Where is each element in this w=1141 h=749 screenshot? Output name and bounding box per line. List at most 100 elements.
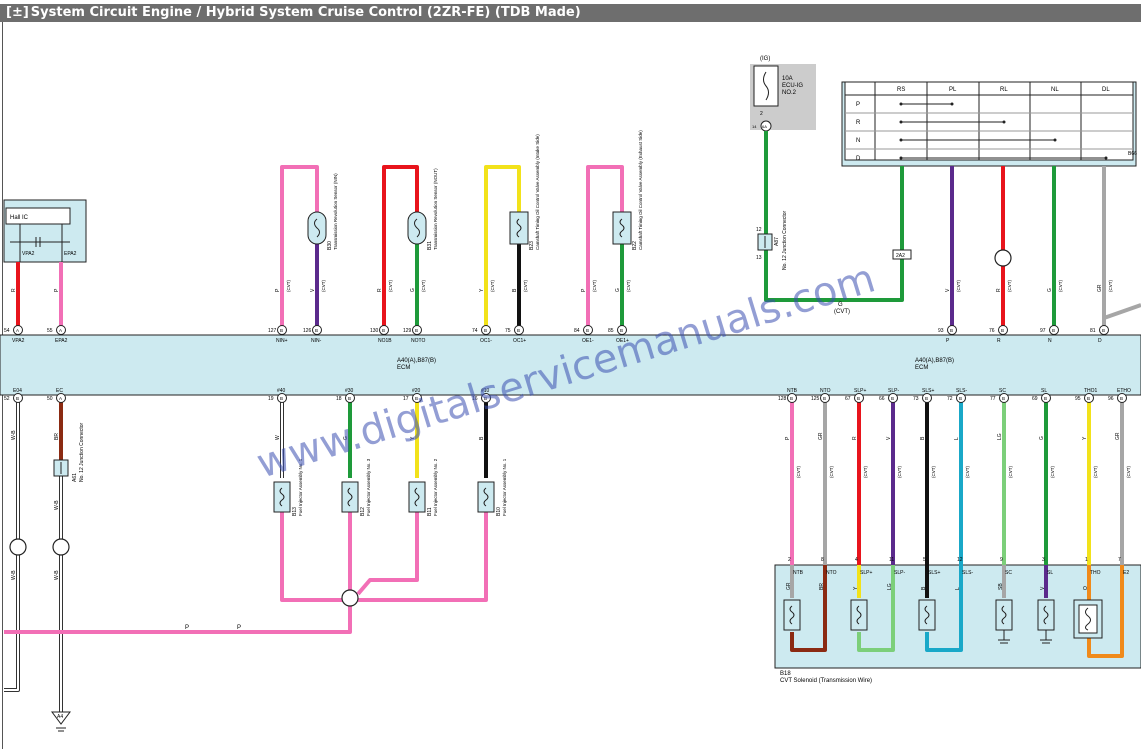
wire-code-bottom-95: Y — [1082, 436, 1088, 440]
fuse-connector-pin: 14 — [752, 124, 757, 129]
pin-bottom-num-66: 66 — [879, 396, 885, 402]
wire-cvt-bottom-77: (CVT) — [1008, 466, 1013, 478]
splice-ec — [52, 538, 70, 556]
pin-top-num-76: 76 — [989, 328, 995, 334]
wire-oe1-minus — [586, 165, 624, 330]
wire-cvt-bottom-73: (CVT) — [931, 466, 936, 478]
pin-bottom-name-20: #20 — [412, 388, 421, 394]
pin-top-name-127: NIN+ — [276, 338, 288, 344]
title-bar: [±]System Circuit Engine / Hybrid System… — [0, 4, 1141, 22]
solenoid-wire-code-3: V — [1040, 586, 1046, 590]
pin-top-name-126: NIN- — [311, 338, 322, 344]
component-ref-b30: B30 — [327, 241, 333, 250]
pin-top-127-conn: B — [280, 328, 283, 333]
pin-top-74-conn: B — [484, 328, 487, 333]
pin-top-126-conn: B — [315, 328, 318, 333]
fuse-icon — [763, 71, 769, 101]
solenoid-coil-0-coil-icon — [789, 605, 795, 625]
injector-b11-body — [408, 481, 426, 513]
pin-bottom-name-sl: SL — [1041, 388, 1047, 394]
pin-bottom-50-circle — [56, 393, 66, 403]
wire-cvt-bottom-128: (CVT) — [796, 466, 801, 478]
switch-dot — [1053, 138, 1057, 142]
solenoid-wire-code-1: O — [1083, 586, 1089, 590]
wire-code-top-54: R — [11, 288, 17, 292]
pin-bottom-17-conn: B — [415, 396, 418, 401]
hall-ic-title: Hall IC — [10, 215, 29, 221]
solenoid-pin-num-1: 1 — [1085, 557, 1088, 563]
expand-toggle[interactable]: [±] — [6, 5, 29, 20]
fuse-ecu-ig: (IG) 10A ECU-IG NO.2 2 6A 14 — [750, 56, 816, 132]
pin-bottom-num-52: 52 — [4, 396, 10, 402]
injector-name-b13: Fuel Injector Assembly No. 1 — [298, 458, 303, 516]
wire-injector-return-3 — [356, 512, 419, 596]
pin-top-name-84: OE1- — [582, 338, 594, 344]
pin-bottom-num-77: 77 — [990, 396, 996, 402]
solenoid-pin-name-ntb: NTB — [793, 570, 804, 576]
pin-bottom-66-circle — [888, 393, 898, 403]
wire-code-top-97: G — [1047, 288, 1053, 292]
pin-bottom-num-19: 19 — [268, 396, 274, 402]
solenoid-pin-num-12: 12 — [957, 557, 963, 563]
hall-ic-pin-vpa2: VPA2 — [22, 251, 35, 257]
pin-top-93-conn: B — [950, 328, 953, 333]
ecm-top-label-1: A40(A),B87(B) — [397, 358, 436, 364]
junction-left-ref: A61 — [72, 473, 78, 482]
component-name-b30: Transmission Revolution Sensor (NIN) — [333, 173, 338, 250]
pin-bottom-num-73: 73 — [913, 396, 919, 402]
solenoid-coil-2-coil-icon — [924, 605, 930, 625]
pin-bottom-num-69: 69 — [1032, 396, 1038, 402]
fuse-header: (IG) — [760, 56, 770, 62]
solenoid-pin-num-9: 9 — [1000, 557, 1003, 563]
valve-b22-body — [612, 211, 632, 245]
green-wire-label: G — [838, 302, 843, 308]
wire-code-ec-lower: W-B — [54, 500, 60, 510]
switch-col-rs: RS — [897, 87, 905, 93]
solenoid-lead-b-0 — [790, 565, 827, 652]
wire-cvt-bottom-66: (CVT) — [897, 466, 902, 478]
pin-bottom-name-sc: SC — [999, 388, 1006, 394]
pin-bottom-name-30: #30 — [345, 388, 354, 394]
pin-top-127-circle — [277, 325, 287, 335]
wire-cvt-bottom-95: (CVT) — [1093, 466, 1098, 478]
solenoid-coil-1046-coil-icon — [1043, 605, 1049, 625]
ground-label: A4 — [57, 714, 63, 720]
solenoid-pin-name-sc: SC — [1005, 570, 1012, 576]
pin-top-num-93: 93 — [938, 328, 944, 334]
injector-ref-b12: B12 — [360, 507, 366, 516]
pin-bottom-72-conn: B — [959, 396, 962, 401]
pin-top-75-circle — [514, 325, 524, 335]
solenoid-lead-b-2 — [925, 565, 963, 652]
solenoid-pin-num-3: 3 — [1042, 557, 1045, 563]
pin-bottom-18-circle — [345, 393, 355, 403]
pin-bottom-18-conn: B — [348, 396, 351, 401]
pin-top-81-conn: B — [1102, 328, 1105, 333]
injector-b11-coil-icon — [414, 487, 420, 507]
wire-cvt-top-93: (CVT) — [956, 280, 961, 292]
wire-code-top-130: R — [377, 288, 383, 292]
solenoid-pin-name-tho: THO — [1090, 570, 1101, 576]
pin-bottom-77-circle — [999, 393, 1009, 403]
injector-ref-b13: B13 — [292, 507, 298, 516]
pin-top-name-130: NO1B — [378, 338, 392, 344]
switch-dot — [899, 138, 903, 142]
pin-top-name-93: P — [946, 338, 950, 344]
wire-code-top-75: B — [512, 288, 518, 292]
pin-bottom-96-circle — [1117, 393, 1127, 403]
pin-bottom-95-circle — [1084, 393, 1094, 403]
wire-e04 — [4, 398, 19, 691]
pin-bottom-name-10: #10 — [481, 388, 490, 394]
solenoid-ref: B18 — [780, 671, 791, 677]
pin-top-num-127: 127 — [268, 328, 277, 334]
pin-bottom-77-conn: B — [1002, 396, 1005, 401]
injector-name-b11: Fuel Injector Assembly No. 2 — [433, 458, 438, 516]
wire-code-top-93: V — [945, 288, 951, 292]
injector-name-b12: Fuel Injector Assembly No. 3 — [366, 458, 371, 516]
pin-bottom-name-sls: SLS+ — [922, 388, 934, 394]
pin-top-75-conn: B — [517, 328, 520, 333]
wire-junction-2a2 — [764, 250, 904, 302]
wire-layer — [4, 131, 1141, 712]
pin-bottom-num-50: 50 — [47, 396, 53, 402]
pin-bottom-name-etho: ETHO — [1117, 388, 1131, 394]
sensor-b30-coil-icon — [314, 218, 320, 238]
